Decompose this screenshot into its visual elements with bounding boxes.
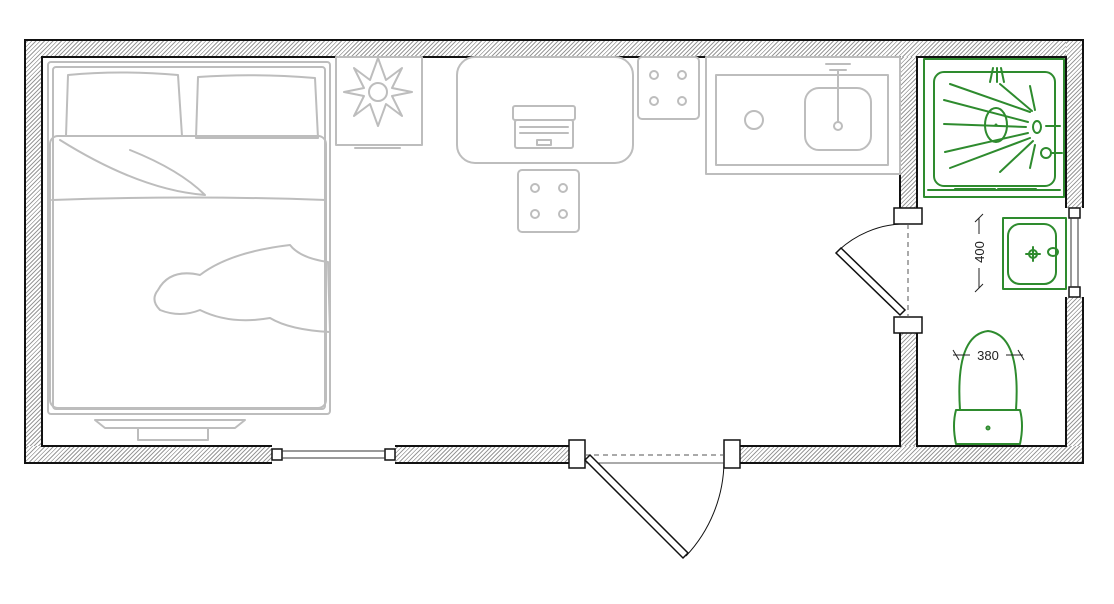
dimension-400-label: 400 — [972, 241, 987, 263]
wall-bottom-right — [733, 446, 1083, 463]
window-bathroom[interactable] — [1068, 207, 1081, 298]
bathroom-sink — [1002, 217, 1067, 290]
stool-upper — [637, 56, 700, 120]
desk — [456, 56, 634, 164]
dimension-toilet: 380 — [952, 348, 1025, 363]
wall-right-lower — [1066, 297, 1083, 463]
wall-outlines — [24, 39, 1084, 464]
wall-top — [25, 40, 1083, 57]
bathroom-door[interactable] — [834, 207, 923, 334]
wall-bottom-middle — [395, 446, 578, 463]
window-bottom[interactable] — [271, 448, 396, 461]
kitchen-counter — [705, 56, 901, 175]
dimension-380-label: 380 — [977, 348, 999, 363]
wall-bottom-left — [25, 446, 272, 463]
plant — [335, 56, 423, 149]
shower — [923, 58, 1065, 198]
partition-lower — [900, 333, 917, 446]
wall-right-upper — [1066, 40, 1083, 208]
toilet — [953, 330, 1023, 445]
laptop — [512, 105, 576, 149]
dimension-sink: 400 — [972, 213, 987, 293]
partition-upper — [900, 57, 917, 208]
wall-left — [25, 40, 42, 463]
entrance-door[interactable] — [568, 439, 741, 560]
stool-lower — [517, 169, 580, 233]
double-bed — [47, 61, 331, 441]
